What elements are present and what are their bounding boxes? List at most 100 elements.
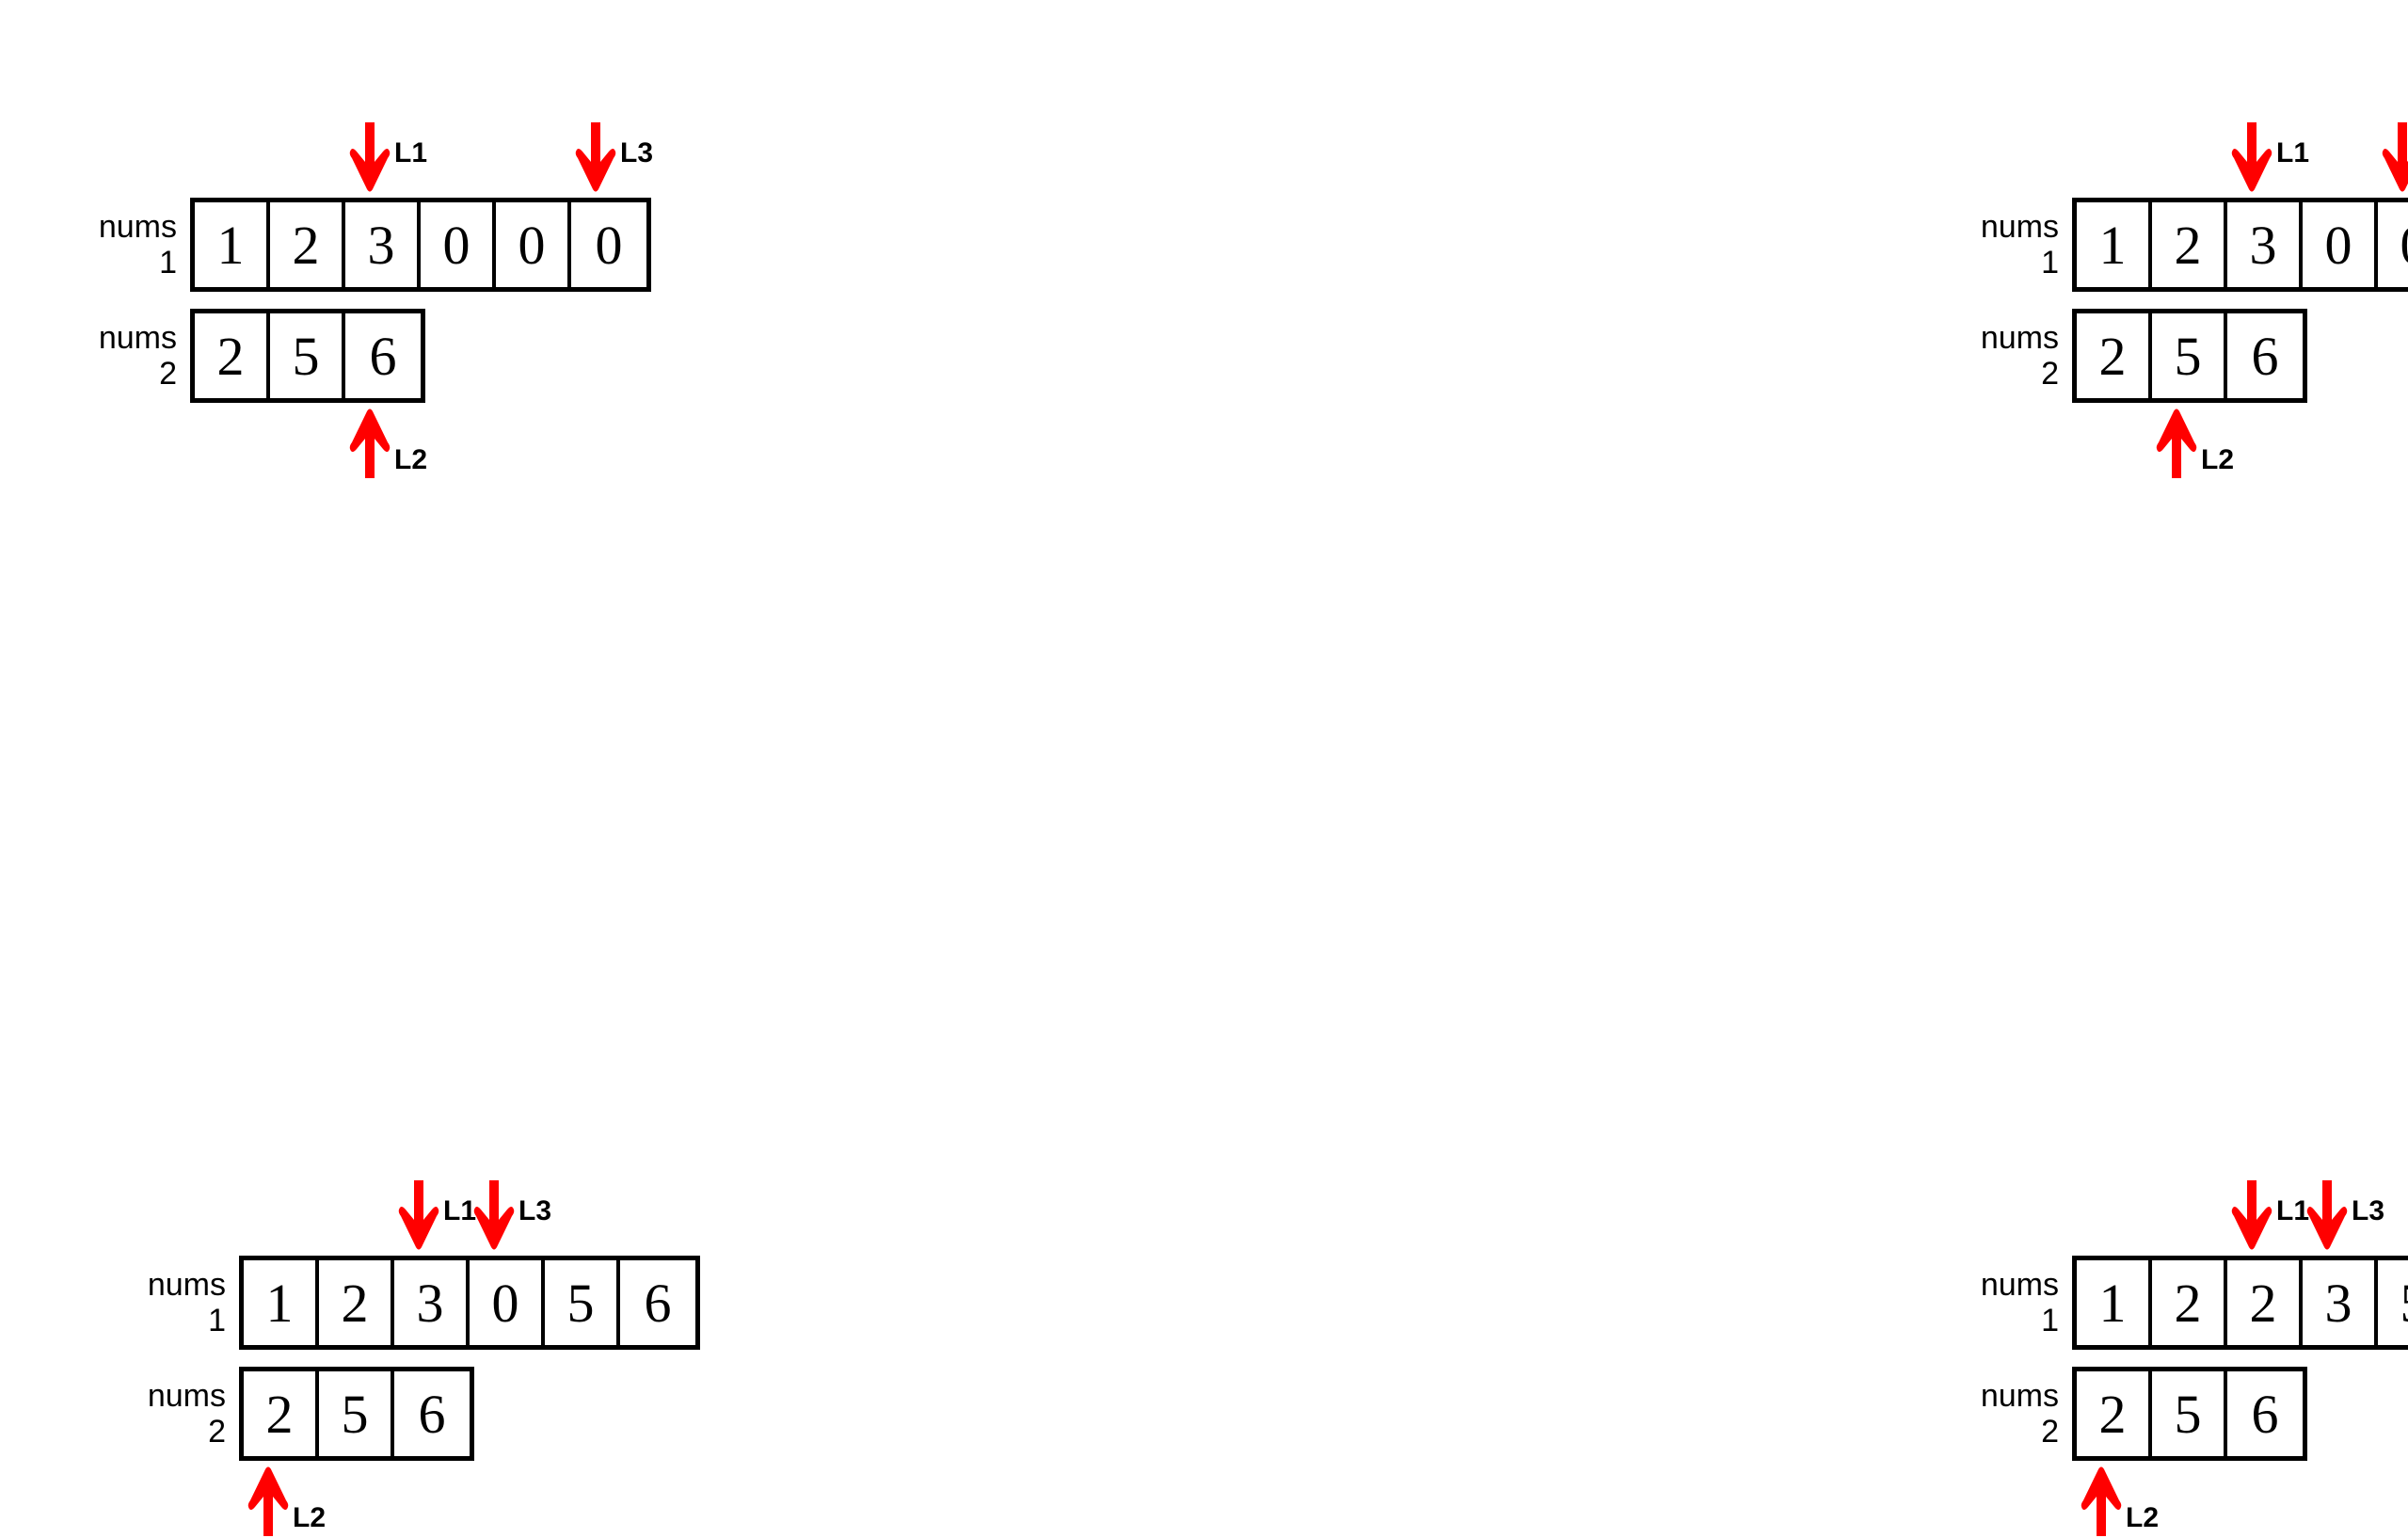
nums1-cell: 5 xyxy=(545,1260,620,1345)
nums1-cell: 0 xyxy=(2303,202,2378,287)
nums1-label-name: nums xyxy=(98,208,177,245)
nums1-cell: 1 xyxy=(2077,202,2152,287)
nums1-cell: 3 xyxy=(345,202,421,287)
nums2-cell: 6 xyxy=(2227,1371,2303,1456)
arrow-down-icon xyxy=(349,120,391,194)
pointer-l3: L3 xyxy=(2382,120,2408,194)
pointer-l2: L2 xyxy=(247,1465,326,1538)
nums1-label-index: 1 xyxy=(2041,245,2059,280)
nums2-cell: 2 xyxy=(195,313,270,398)
nums1-cell: 2 xyxy=(319,1260,394,1345)
nums1-cells: 123006 xyxy=(2072,198,2408,292)
pointer-l3: L3 xyxy=(2306,1178,2384,1252)
nums1-label-name: nums xyxy=(147,1266,226,1303)
nums1-label-name: nums xyxy=(1980,1266,2059,1303)
nums1-cell: 3 xyxy=(2227,202,2303,287)
nums2-cell: 6 xyxy=(2227,313,2303,398)
nums2-label-index: 2 xyxy=(2041,356,2059,392)
arrow-down-glyph xyxy=(2231,122,2272,192)
pointer-l3: L3 xyxy=(575,120,653,194)
nums1-cell: 0 xyxy=(496,202,571,287)
nums1-label-index: 1 xyxy=(208,1303,226,1338)
pointer-l3: L3 xyxy=(473,1178,551,1252)
nums2-label-name: nums xyxy=(147,1377,226,1414)
nums1-cell: 3 xyxy=(394,1260,470,1345)
arrow-down-glyph xyxy=(349,122,391,192)
pointer-label-l2: L2 xyxy=(2126,1502,2160,1533)
nums2-label-name: nums xyxy=(98,319,177,356)
arrow-down-glyph xyxy=(2382,122,2408,192)
nums2-label-index: 2 xyxy=(159,356,177,392)
nums2-cell: 6 xyxy=(394,1371,470,1456)
arrow-down-icon xyxy=(473,1178,515,1252)
arrow-down-icon xyxy=(398,1178,439,1252)
arrow-up-icon xyxy=(2156,407,2197,480)
pointer-label-l2: L2 xyxy=(293,1502,327,1533)
arrow-up-glyph xyxy=(247,1466,289,1536)
pointer-label-l2: L2 xyxy=(394,444,428,475)
nums1-cell: 0 xyxy=(421,202,496,287)
nums2-cell: 5 xyxy=(319,1371,394,1456)
nums2-label-name: nums xyxy=(1980,1377,2059,1414)
nums1-cell: 2 xyxy=(270,202,345,287)
pointer-label-l1: L1 xyxy=(394,137,428,168)
pointer-l2: L2 xyxy=(2081,1465,2159,1538)
nums1-cell: 6 xyxy=(620,1260,695,1345)
nums1-cell: 2 xyxy=(2227,1260,2303,1345)
pointer-label-l1: L1 xyxy=(2276,1195,2310,1226)
nums1-row: nums1122356 xyxy=(1955,1256,2408,1350)
nums2-cell: 5 xyxy=(270,313,345,398)
nums2-cell: 2 xyxy=(2077,313,2152,398)
pointer-label-l3: L3 xyxy=(2352,1195,2385,1226)
nums1-cell: 0 xyxy=(470,1260,545,1345)
pointer-l1: L1 xyxy=(349,120,427,194)
pointer-label-l1: L1 xyxy=(2276,137,2310,168)
nums1-cell: 1 xyxy=(195,202,270,287)
nums2-cell: 2 xyxy=(2077,1371,2152,1456)
nums1-cell: 5 xyxy=(2378,1260,2408,1345)
nums1-cell: 2 xyxy=(2152,1260,2227,1345)
arrow-down-icon xyxy=(575,120,616,194)
nums2-cell: 6 xyxy=(345,313,421,398)
nums2-cell: 2 xyxy=(244,1371,319,1456)
pointer-l2: L2 xyxy=(2156,407,2234,480)
nums1-label-index: 1 xyxy=(2041,1303,2059,1338)
panel-step-4: nums1122356nums2256L1L3L2 xyxy=(1204,678,2408,1536)
nums1-label-name: nums xyxy=(1980,208,2059,245)
arrow-down-glyph xyxy=(2231,1180,2272,1250)
pointer-label-l3: L3 xyxy=(620,137,654,168)
nums2-cell: 5 xyxy=(2152,1371,2227,1456)
nums1-cell: 3 xyxy=(2303,1260,2378,1345)
arrow-down-glyph xyxy=(575,122,616,192)
arrow-down-glyph xyxy=(473,1180,515,1250)
pointer-label-l2: L2 xyxy=(2201,444,2235,475)
nums1-cell: 2 xyxy=(2152,202,2227,287)
pointer-l1: L1 xyxy=(2231,1178,2309,1252)
arrow-down-icon xyxy=(2231,1178,2272,1252)
arrow-up-icon xyxy=(349,407,391,480)
arrow-down-icon xyxy=(2382,120,2408,194)
nums1-cell: 0 xyxy=(2378,202,2408,287)
nums2-label-name: nums xyxy=(1980,319,2059,356)
panel-step-2: nums1123006nums2256L1L3L2 xyxy=(1204,0,2408,678)
